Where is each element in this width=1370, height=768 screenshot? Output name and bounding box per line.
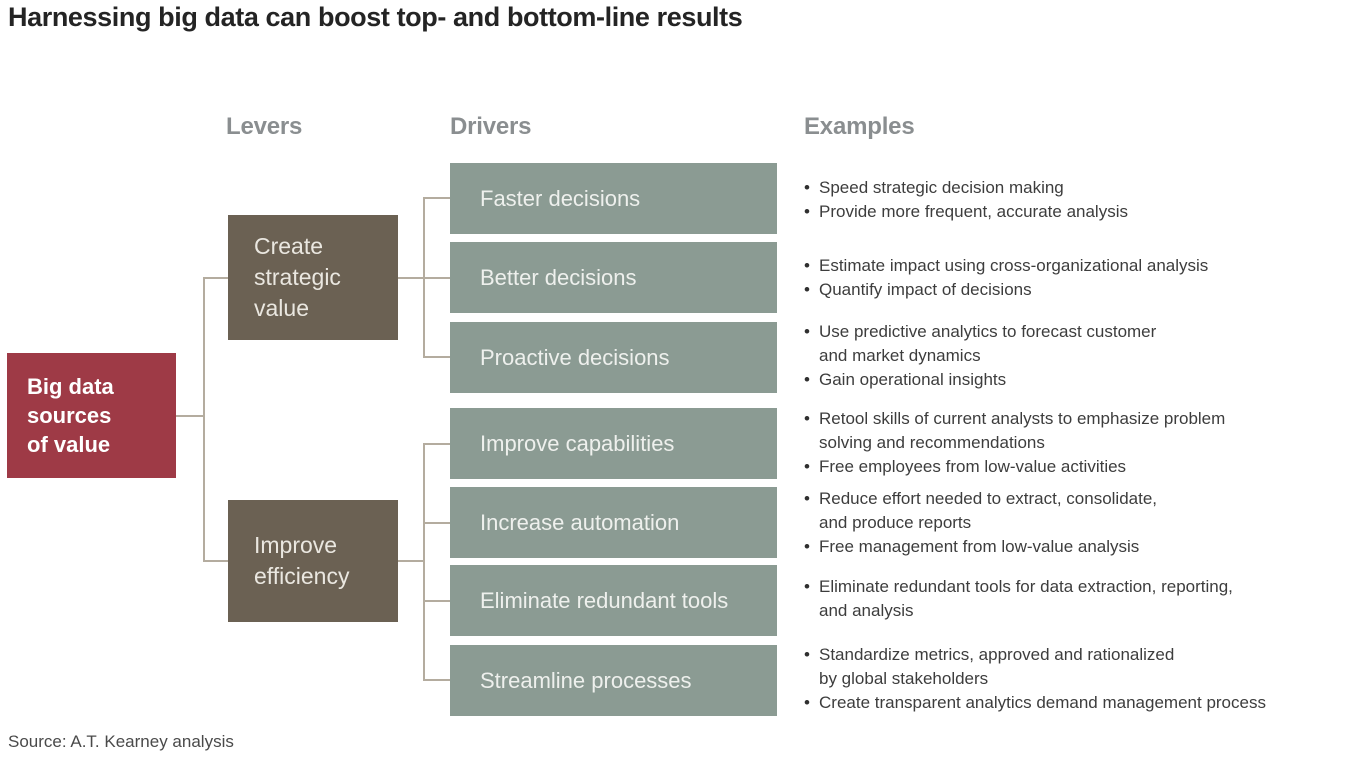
- example-bullet: Gain operational insights: [803, 368, 1368, 392]
- driver-box-better-decisions: Better decisions: [450, 242, 777, 313]
- driver-box-label: Eliminate redundant tools: [480, 587, 729, 613]
- connector-line: [423, 356, 450, 358]
- driver-box-eliminate-redundant-tools: Eliminate redundant tools: [450, 565, 777, 636]
- example-bullet: Create transparent analytics demand mana…: [803, 691, 1368, 715]
- example-bullet: Eliminate redundant tools for data extra…: [803, 575, 1368, 623]
- driver-box-label: Proactive decisions: [480, 344, 670, 370]
- example-bullet: Free management from low-value analysis: [803, 535, 1368, 559]
- connector-line: [203, 560, 228, 562]
- lever-box-improve-efficiency: Improve efficiency: [228, 500, 398, 622]
- connector-line: [423, 443, 425, 681]
- connector-line: [398, 277, 424, 279]
- connector-line: [423, 600, 450, 602]
- connector-line: [398, 560, 424, 562]
- examples-group-increase-automation: Reduce effort needed to extract, consoli…: [803, 487, 1368, 559]
- driver-box-label: Streamline processes: [480, 667, 692, 693]
- lever-box-label: Improve efficiency: [254, 532, 350, 589]
- source-note: Source: A.T. Kearney analysis: [8, 732, 234, 751]
- column-header-levers: Levers: [226, 113, 303, 140]
- example-bullet: Retool skills of current analysts to emp…: [803, 407, 1368, 455]
- connector-line: [423, 522, 450, 524]
- examples-group-better-decisions: Estimate impact using cross-organization…: [803, 254, 1368, 302]
- example-bullet: Use predictive analytics to forecast cus…: [803, 320, 1368, 368]
- column-header-examples: Examples: [804, 113, 915, 140]
- examples-group-faster-decisions: Speed strategic decision making Provide …: [803, 176, 1368, 224]
- connector-line: [203, 277, 228, 279]
- root-box-big-data-sources: Big data sources of value: [7, 353, 176, 478]
- examples-group-eliminate-redundant-tools: Eliminate redundant tools for data extra…: [803, 575, 1368, 623]
- driver-box-proactive-decisions: Proactive decisions: [450, 322, 777, 393]
- driver-box-label: Improve capabilities: [480, 430, 675, 456]
- connector-line: [423, 197, 450, 199]
- example-bullet: Quantify impact of decisions: [803, 278, 1368, 302]
- driver-box-label: Better decisions: [480, 264, 637, 290]
- driver-box-label: Increase automation: [480, 509, 680, 535]
- connector-line: [423, 443, 450, 445]
- examples-group-proactive-decisions: Use predictive analytics to forecast cus…: [803, 320, 1368, 392]
- example-bullet: Reduce effort needed to extract, consoli…: [803, 487, 1368, 535]
- driver-box-increase-automation: Increase automation: [450, 487, 777, 558]
- examples-group-improve-capabilities: Retool skills of current analysts to emp…: [803, 407, 1368, 479]
- lever-box-label: Create strategic value: [254, 233, 341, 321]
- lever-box-create-strategic-value: Create strategic value: [228, 215, 398, 340]
- connector-line: [203, 277, 205, 562]
- driver-box-faster-decisions: Faster decisions: [450, 163, 777, 234]
- connector-line: [423, 277, 450, 279]
- connector-line: [176, 415, 204, 417]
- example-bullet: Speed strategic decision making: [803, 176, 1368, 200]
- examples-group-streamline-processes: Standardize metrics, approved and ration…: [803, 643, 1368, 715]
- root-box-label: Big data sources of value: [27, 374, 114, 457]
- example-bullet: Estimate impact using cross-organization…: [803, 254, 1368, 278]
- column-header-drivers: Drivers: [450, 113, 532, 140]
- example-bullet: Provide more frequent, accurate analysis: [803, 200, 1368, 224]
- driver-box-label: Faster decisions: [480, 185, 641, 211]
- connector-line: [423, 679, 450, 681]
- example-bullet: Free employees from low-value activities: [803, 455, 1368, 479]
- page-title: Harnessing big data can boost top- and b…: [8, 2, 743, 32]
- driver-box-streamline-processes: Streamline processes: [450, 645, 777, 716]
- driver-box-improve-capabilities: Improve capabilities: [450, 408, 777, 479]
- example-bullet: Standardize metrics, approved and ration…: [803, 643, 1368, 691]
